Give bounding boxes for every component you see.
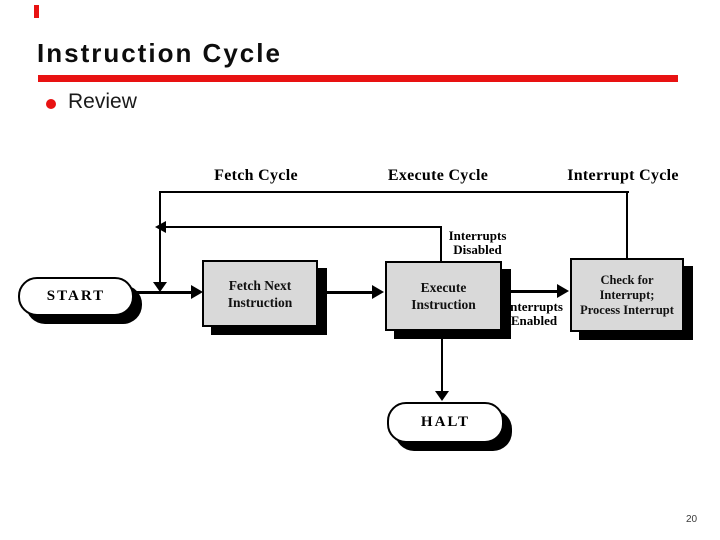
execute-node-line1: Execute — [420, 280, 467, 295]
fetch-node-line2: Instruction — [227, 294, 293, 310]
check-node-line2: Interrupt; — [599, 287, 655, 302]
execute-to-check-arrowhead-icon — [557, 284, 569, 298]
feedback-left-arrowhead-icon — [155, 221, 166, 233]
fetch-to-execute-arrowhead-icon — [372, 285, 384, 299]
halt-node-label: HALT — [420, 414, 471, 430]
title-underline-rule — [38, 75, 678, 82]
fetch-next-instruction-node: Fetch Next Instruction — [202, 260, 318, 327]
feedback-down-arrowhead-icon — [153, 282, 167, 292]
check-node-line1: Check for — [600, 272, 654, 287]
start-to-fetch-arrowhead-icon — [191, 285, 203, 299]
fetch-cycle-label: Fetch Cycle — [214, 167, 298, 184]
interrupt-feedback-right-line — [626, 191, 628, 259]
execute-to-halt-arrowhead-icon — [435, 391, 449, 401]
execute-feedback-line — [166, 226, 442, 228]
interrupts-disabled-line1: Interrupts — [448, 228, 507, 243]
check-node-line3: Process Interrupt — [580, 302, 674, 317]
execute-feedback-drop-line — [440, 226, 442, 262]
fetch-node-line1: Fetch Next — [228, 277, 292, 293]
page-title: Instruction Cycle — [37, 38, 282, 68]
execute-instruction-node: Execute Instruction — [385, 261, 502, 331]
execute-node-line2: Instruction — [411, 297, 476, 312]
check-for-interrupt-node: Check for Interrupt; Process Interrupt — [570, 258, 684, 332]
interrupt-cycle-label: Interrupt Cycle — [567, 167, 679, 184]
interrupts-enabled-line1: Interrupts — [505, 299, 563, 314]
start-node-label: START — [46, 288, 106, 304]
bullet-icon — [46, 98, 56, 109]
bullet-text: Review — [68, 90, 137, 113]
fetch-to-execute-line — [315, 291, 375, 294]
interrupts-disabled-label: Interrupts Disabled — [430, 229, 525, 257]
interrupt-feedback-top-line — [159, 191, 629, 193]
bullet-item: Review — [46, 90, 137, 114]
execute-cycle-label: Execute Cycle — [387, 167, 489, 184]
start-to-fetch-line — [128, 291, 194, 294]
halt-node: HALT — [387, 402, 504, 443]
start-node: START — [18, 277, 134, 316]
interrupts-disabled-line2: Disabled — [453, 242, 502, 257]
interrupts-enabled-label: Interrupts Enabled — [499, 300, 569, 328]
execute-to-check-line — [498, 290, 559, 293]
interrupts-enabled-line2: Enabled — [510, 313, 558, 328]
corner-accent-mark — [34, 5, 39, 18]
page-number: 20 — [686, 514, 698, 525]
interrupt-feedback-left-line — [159, 191, 161, 283]
execute-to-halt-line — [441, 336, 443, 393]
